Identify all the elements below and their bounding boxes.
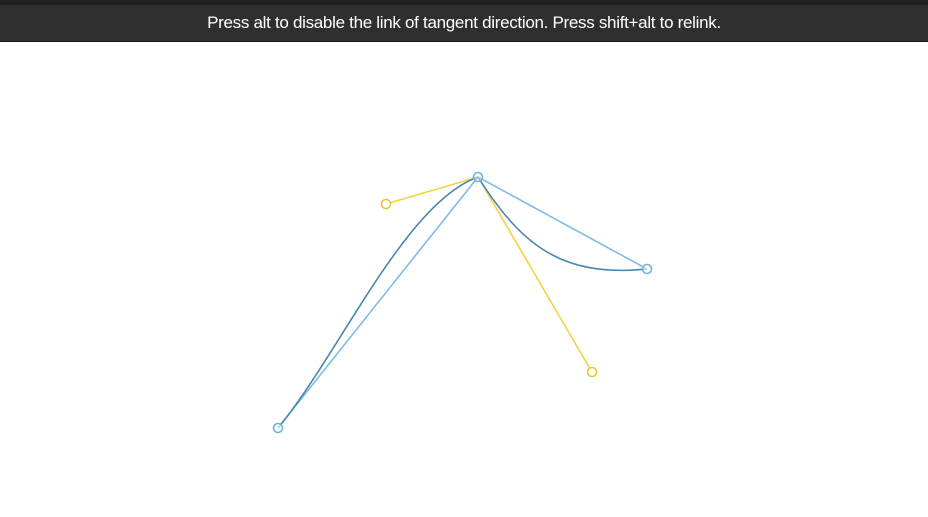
curve-editor-canvas[interactable] (0, 43, 928, 517)
bezier-curve-segment-2[interactable] (477, 176, 648, 272)
instruction-text: Press alt to disable the link of tangent… (207, 13, 721, 32)
control-polygon (277, 175, 648, 429)
anchor-point-start[interactable] (272, 422, 284, 434)
tangent-handle-line-in (385, 176, 479, 205)
curve-editor-svg[interactable] (0, 43, 928, 517)
tangent-handle-point-in[interactable] (380, 198, 392, 210)
anchor-point-middle[interactable] (472, 171, 484, 183)
instruction-bar: Press alt to disable the link of tangent… (0, 5, 928, 42)
tangent-handle-line-out (477, 176, 593, 373)
bezier-curve-segment-1[interactable] (277, 176, 479, 429)
tangent-handle-point-out[interactable] (586, 366, 598, 378)
window-top-strip (0, 0, 928, 5)
anchor-point-end[interactable] (641, 263, 653, 275)
